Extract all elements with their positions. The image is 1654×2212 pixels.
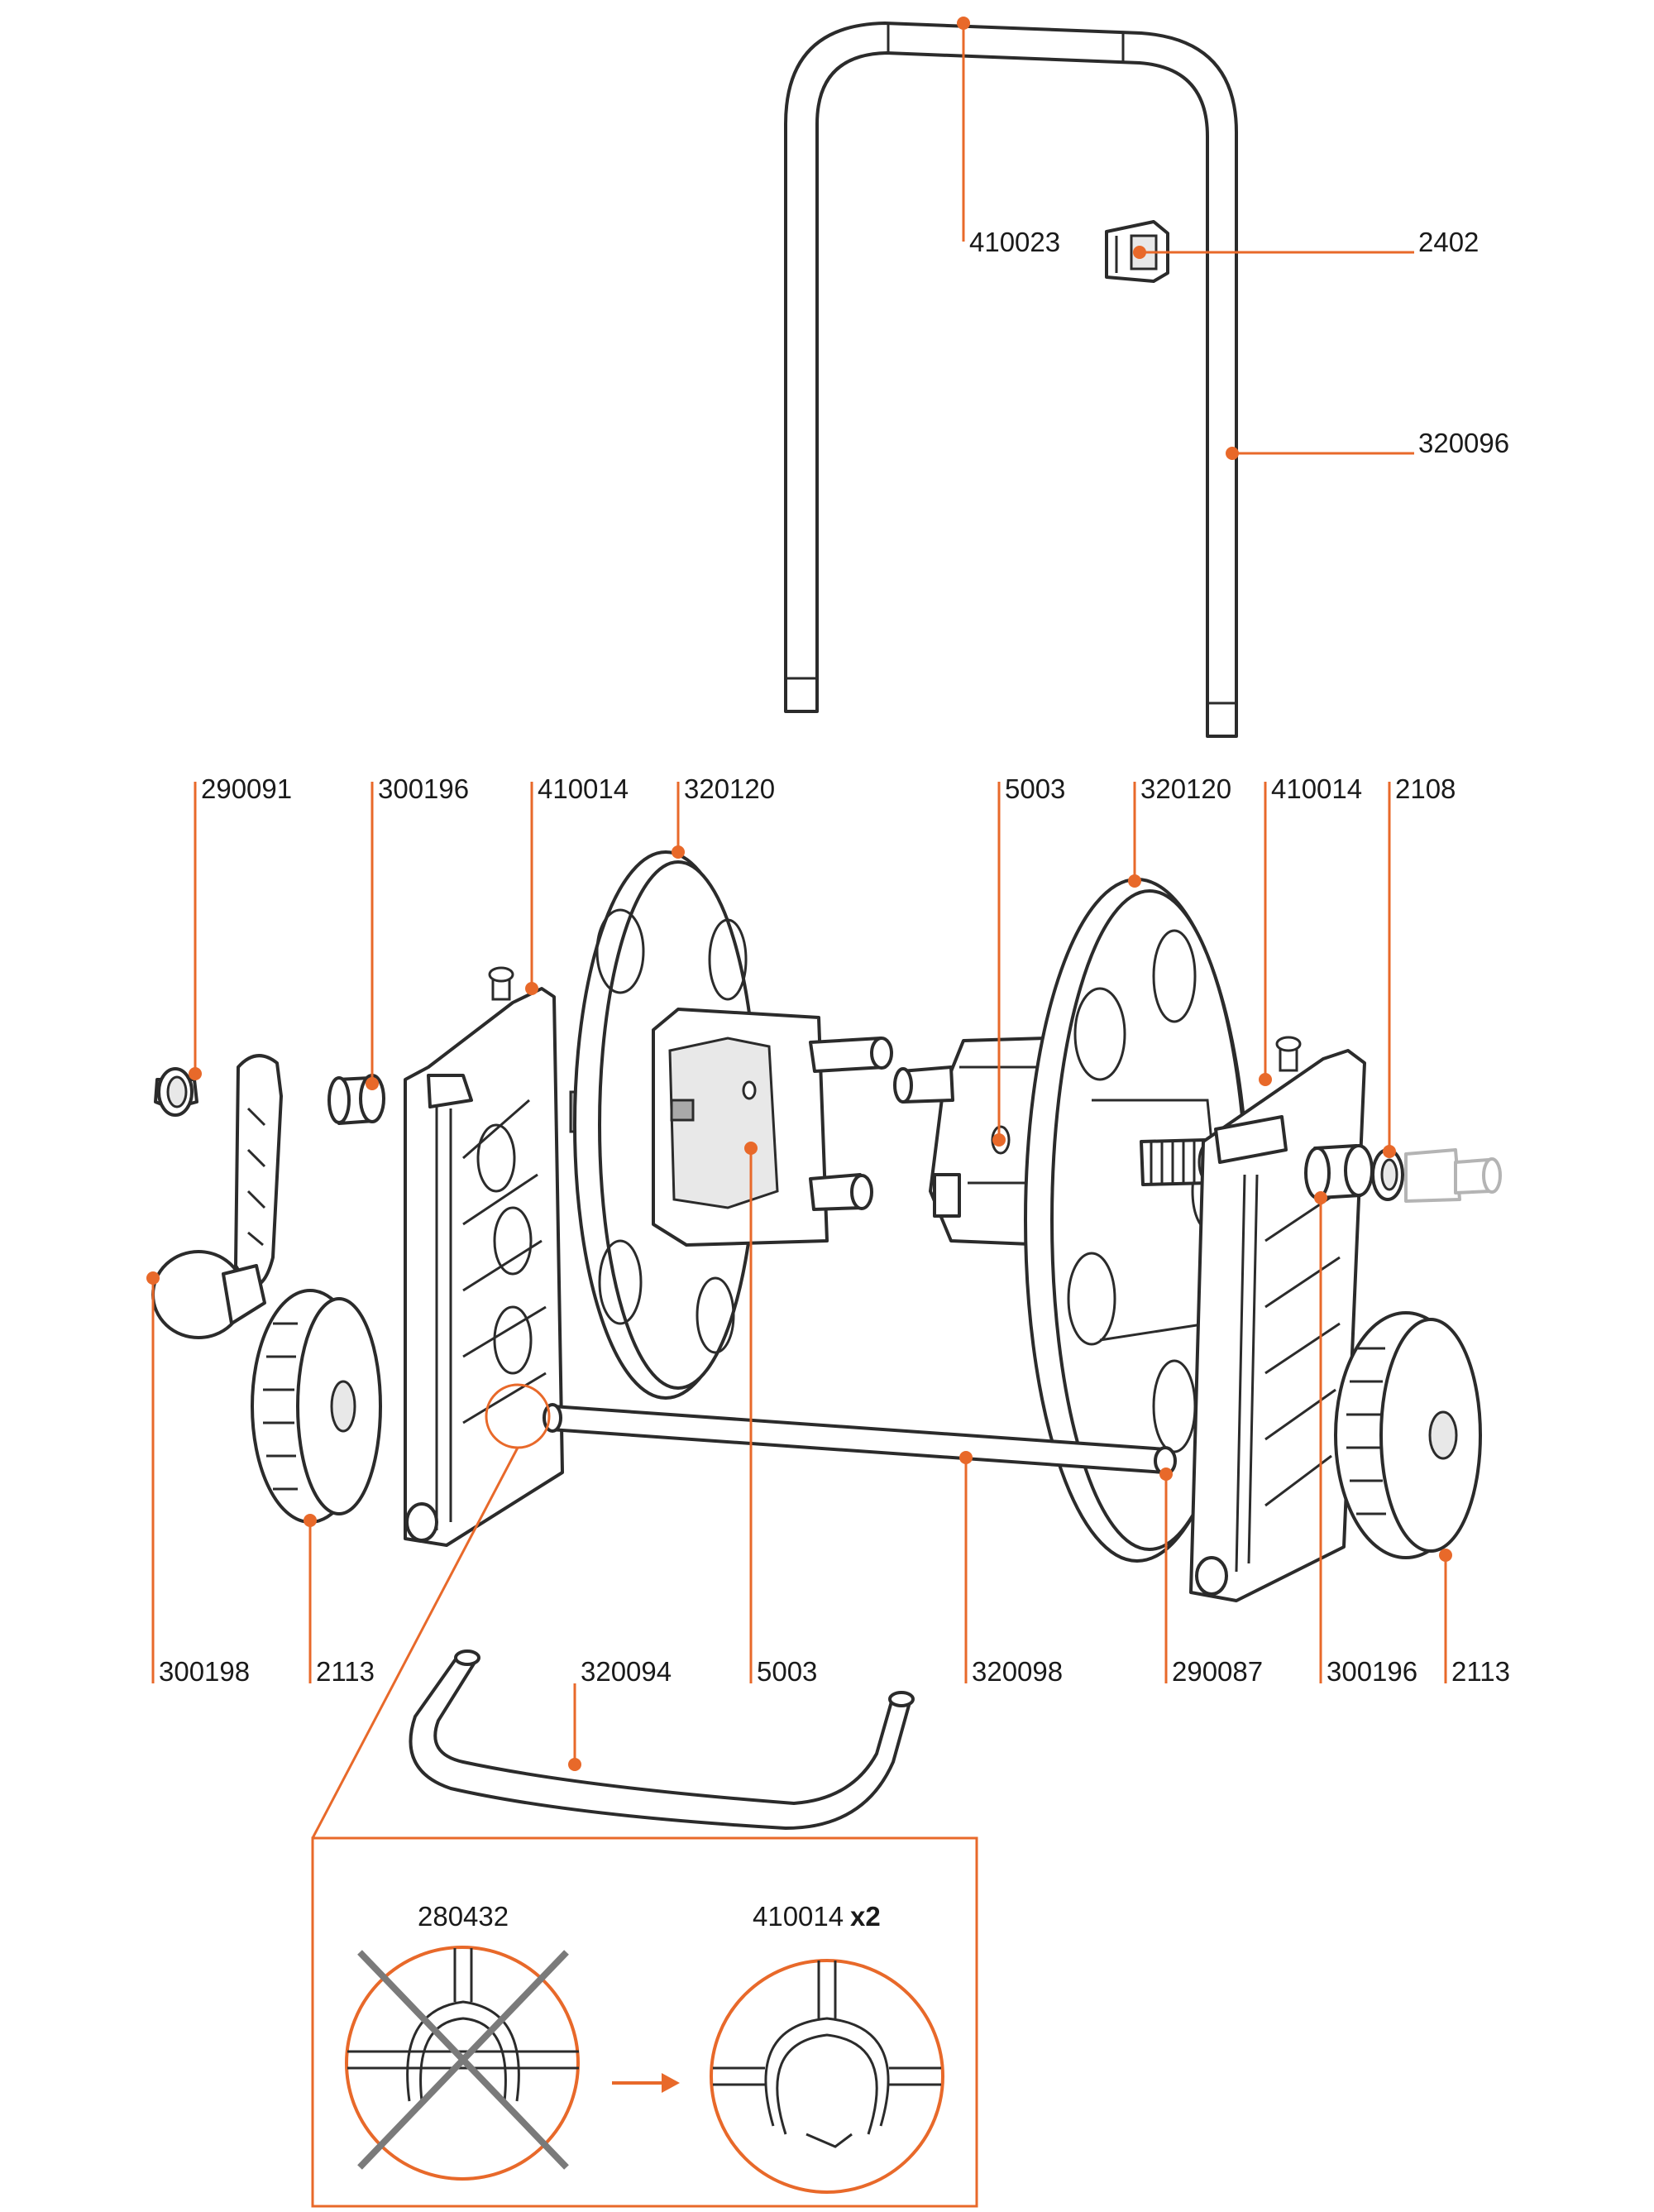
label-300196-left: 300196 [378, 773, 469, 804]
drum-left [573, 850, 893, 1400]
side-plate-left [404, 966, 589, 1547]
frame-320096 [784, 22, 1238, 738]
label-old-part: 280432 [418, 1901, 509, 1932]
label-320120-right: 320120 [1140, 773, 1231, 804]
crank-handle [151, 1054, 283, 1339]
wheel-2113-right [1334, 1311, 1482, 1559]
label-2402: 2402 [1418, 227, 1479, 257]
label-new-part: 410014 [753, 1901, 844, 1932]
wheel-2113-left [251, 1289, 382, 1524]
label-320098: 320098 [972, 1656, 1063, 1687]
label-410014-right: 410014 [1271, 773, 1362, 804]
label-290091: 290091 [201, 773, 292, 804]
callouts [146, 17, 1452, 1771]
detail-old-part [345, 1946, 580, 2181]
label-5003-top: 5003 [1005, 773, 1065, 804]
label-quantity: x2 [850, 1901, 881, 1932]
label-2108: 2108 [1395, 773, 1456, 804]
bushing-300196-right [1304, 1144, 1374, 1199]
label-290087: 290087 [1172, 1656, 1263, 1687]
arrow-icon [612, 2073, 680, 2093]
label-410014-left: 410014 [538, 773, 629, 804]
label-2113-right: 2113 [1451, 1656, 1510, 1687]
label-320096: 320096 [1418, 428, 1509, 458]
label-300198: 300198 [159, 1656, 250, 1687]
detail-new-part [710, 1959, 944, 2194]
label-320094: 320094 [581, 1656, 672, 1687]
cross-tube-320094 [409, 1649, 915, 1830]
label-320120-left: 320120 [684, 773, 775, 804]
label-2113-left: 2113 [316, 1656, 375, 1687]
label-410023: 410023 [969, 227, 1060, 257]
label-300196-right: 300196 [1327, 1656, 1417, 1687]
hose-connector [1404, 1148, 1502, 1203]
label-5003-bottom: 5003 [757, 1656, 817, 1687]
magnifier-leader [311, 1447, 519, 1839]
